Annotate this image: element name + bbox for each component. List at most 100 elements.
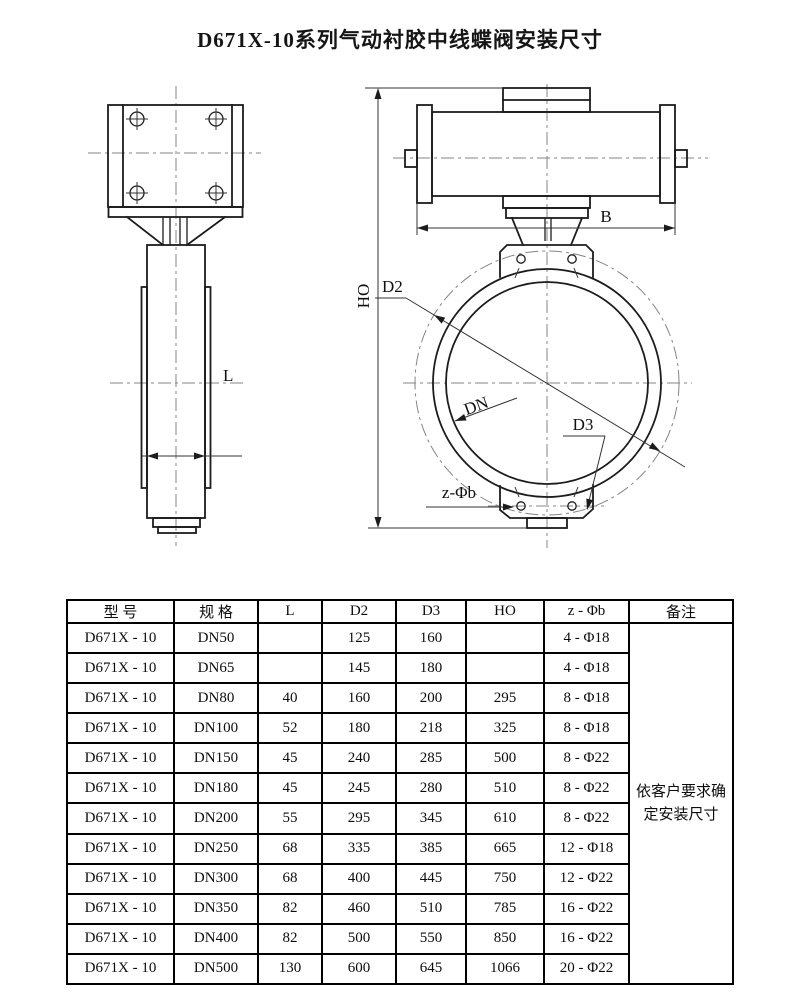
table-cell: DN350 [173,892,259,925]
table-cell: 16 - Φ22 [543,922,630,955]
remark-cell: 依客户要求确定安装尺寸 [628,622,734,985]
table-cell: DN65 [173,652,259,685]
table-cell: D671X - 10 [66,832,175,865]
table-cell: 500 [321,922,397,955]
table-cell: 130 [257,952,323,986]
dim-label-d2: D2 [382,277,403,296]
table-cell: 1066 [465,952,545,986]
table-cell: 12 - Φ18 [543,832,630,865]
table-cell: 218 [395,712,467,745]
table-header-row: 型 号 规 格 L D2 D3 HO z - Φb 备注 [66,599,734,624]
table-cell: 665 [465,832,545,865]
actuator-bracket [502,195,591,247]
table-cell: D671X - 10 [66,892,175,925]
bolt-hole [126,182,148,204]
table-cell: 8 - Φ22 [543,802,630,835]
table-cell: 280 [395,772,467,805]
table-cell: 68 [257,862,323,895]
table-cell: 200 [395,682,467,715]
valve-body-front [414,244,680,529]
table-cell: 240 [321,742,397,775]
table-cell: 4 - Φ18 [543,652,630,685]
table-cell: 345 [395,802,467,835]
table-cell: 8 - Φ22 [543,772,630,805]
table-cell: D671X - 10 [66,952,175,986]
column-header-ho: HO [465,599,545,624]
table-cell: D671X - 10 [66,862,175,895]
bolt-hole [126,108,148,130]
dim-label-b: B [600,207,611,226]
table-cell [257,652,323,685]
valve-body-side [140,244,212,534]
dimension-b: B [416,203,676,235]
table-cell: D671X - 10 [66,922,175,955]
dim-label-dn: DN [461,393,491,419]
dimension-ho: HO [354,87,527,529]
table-cell: 850 [465,922,545,955]
table-cell: 180 [395,652,467,685]
column-header-remark: 备注 [628,599,734,624]
table-cell: 40 [257,682,323,715]
table-cell: DN500 [173,952,259,986]
bolt-hole [205,182,227,204]
table-cell: 500 [465,742,545,775]
table-cell: 145 [321,652,397,685]
table-cell: 20 - Φ22 [543,952,630,986]
table-cell: 295 [465,682,545,715]
table-cell: 785 [465,892,545,925]
table-cell: 160 [321,682,397,715]
table-cell: 400 [321,862,397,895]
table-cell: 180 [321,712,397,745]
centerlines [88,86,261,546]
table-cell: 335 [321,832,397,865]
table-cell: 550 [395,922,467,955]
dim-label-d3: D3 [573,415,594,434]
dim-label-z-phi-b: z-Φb [442,483,476,502]
table-cell: DN80 [173,682,259,715]
front-view-drawing: HO B [354,84,708,548]
table-cell: DN250 [173,832,259,865]
dimension-d2: D2 [375,277,686,468]
page-title: D671X-10系列气动衬胶中线蝶阀安装尺寸 [197,28,603,52]
column-header-spec: 规 格 [173,599,259,624]
table-cell: 45 [257,742,323,775]
table-cell: D671X - 10 [66,682,175,715]
table-cell: DN200 [173,802,259,835]
table-cell [465,621,545,655]
table-cell: 600 [321,952,397,986]
table-cell: 8 - Φ22 [543,742,630,775]
table-cell: 385 [395,832,467,865]
flange-bolt-hole [567,254,579,279]
column-header-model: 型 号 [66,599,175,624]
table-cell: DN180 [173,772,259,805]
dim-label-l: L [223,366,233,385]
table-cell: 325 [465,712,545,745]
pneumatic-actuator [404,87,688,204]
table-cell: 12 - Φ22 [543,862,630,895]
table-cell: 68 [257,832,323,865]
table-cell: DN400 [173,922,259,955]
bolt-hole [205,108,227,130]
table-cell: 295 [321,802,397,835]
table-cell: 4 - Φ18 [543,621,630,655]
table-cell: 160 [395,621,467,655]
dimension-z-phi-b: z-Φb [426,483,514,511]
table-cell: 125 [321,621,397,655]
table-cell: 510 [465,772,545,805]
table-cell: 610 [465,802,545,835]
table-cell: 45 [257,772,323,805]
dimension-dn: DN [454,393,518,422]
table-cell: 510 [395,892,467,925]
